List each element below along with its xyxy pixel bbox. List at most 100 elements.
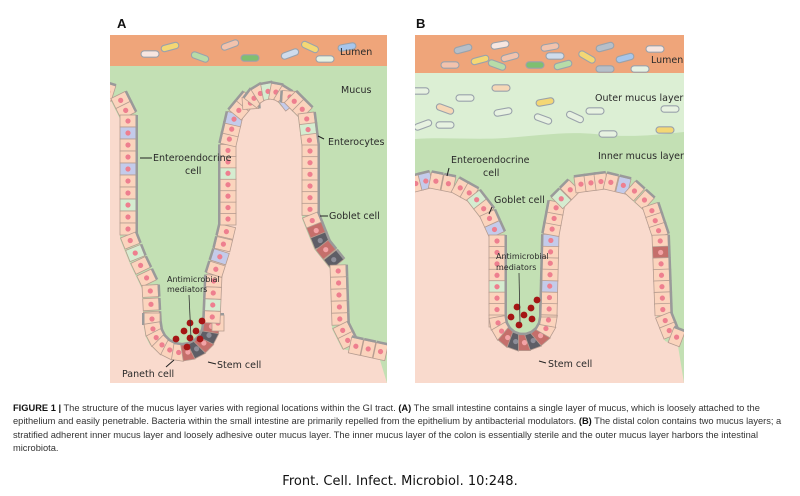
- brush-border: [493, 208, 502, 221]
- cell-nucleus: [213, 266, 219, 272]
- epithelial-cell: [283, 89, 306, 112]
- cell-nucleus: [474, 197, 480, 203]
- bacterium: [660, 105, 680, 113]
- brush-border: [134, 231, 142, 244]
- epithelial-cell: [218, 212, 237, 226]
- epithelial-cell: [301, 179, 320, 193]
- cell-nucleus: [377, 349, 384, 355]
- epithelial-cell: [540, 256, 559, 270]
- panel-a-illustration: Lumen Mucus Enteroendocrine cell Enteroc…: [110, 35, 387, 383]
- epithelial-cell: [539, 290, 558, 305]
- epithelial-cell: [202, 298, 222, 312]
- cell-nucleus: [125, 142, 131, 148]
- cell-nucleus: [547, 249, 554, 255]
- brush-border: [135, 199, 138, 211]
- cell-nucleus: [225, 147, 231, 154]
- cell-nucleus: [299, 106, 305, 112]
- cell-nucleus: [229, 126, 235, 132]
- epithelial-cell: [119, 126, 138, 140]
- epithelial-cell: [203, 274, 223, 288]
- cell-nucleus: [167, 347, 173, 353]
- cell-nucleus: [307, 183, 313, 189]
- panel-a-enteroendocrine-label: Enteroendocrine: [153, 153, 232, 164]
- epithelial-cell: [330, 300, 350, 314]
- brush-border: [645, 188, 656, 199]
- brush-border: [504, 303, 507, 316]
- panel-b-enteroendocrine-label-2: cell: [483, 168, 499, 179]
- panel-b-stem-label: Stem cell: [548, 359, 592, 370]
- brush-border: [242, 87, 252, 99]
- bacterium: [545, 52, 565, 60]
- epithelial-cell: [488, 257, 507, 271]
- caption-label-b: (B): [578, 416, 592, 427]
- epithelial-cell: [615, 174, 632, 196]
- brush-border: [467, 181, 480, 190]
- cell-nucleus: [549, 226, 555, 232]
- cell-nucleus: [149, 316, 155, 322]
- paneth-pointer: [165, 359, 175, 368]
- cell-nucleus: [547, 260, 553, 266]
- cell-nucleus: [530, 337, 536, 344]
- antimicrobial-dot: [186, 334, 194, 342]
- brush-border: [504, 292, 507, 305]
- antimicrobial-dot: [527, 304, 535, 312]
- cell-nucleus: [546, 294, 553, 301]
- bacterium: [615, 52, 635, 64]
- cell-nucleus: [331, 257, 337, 263]
- cell-nucleus: [659, 284, 665, 290]
- epithelial-cell: [329, 276, 349, 290]
- brush-border: [498, 219, 507, 232]
- bacterium: [645, 45, 665, 53]
- epithelial-cell: [110, 80, 117, 102]
- epithelial-cell: [301, 156, 320, 170]
- cell-nucleus: [291, 98, 297, 104]
- cell-nucleus: [132, 250, 138, 256]
- epithelial-cell: [488, 291, 507, 305]
- bacterium: [595, 41, 615, 53]
- cell-nucleus: [309, 217, 315, 224]
- cell-nucleus: [445, 181, 451, 187]
- cell-nucleus: [147, 288, 153, 294]
- cell-nucleus: [652, 218, 658, 224]
- epithelial-cell: [218, 144, 237, 157]
- epithelial-cell: [203, 286, 222, 300]
- cell-nucleus: [307, 195, 313, 201]
- epithelial-cell: [130, 255, 153, 275]
- antimicrobial-pointer: [188, 294, 192, 339]
- antimicrobial-dot: [172, 335, 180, 343]
- panel-a-goblet-label: Goblet cell: [329, 211, 380, 222]
- brush-border: [250, 81, 262, 91]
- brush-border: [320, 221, 328, 234]
- brush-border: [150, 268, 159, 281]
- brush-border: [668, 268, 672, 281]
- panel-b-outer-label: Outer mucus layer: [595, 93, 683, 104]
- brush-border: [142, 313, 145, 325]
- bacterium: [655, 126, 675, 134]
- stem-pointer-b: [538, 360, 547, 364]
- epithelial-cell: [204, 260, 226, 278]
- epithelial-cell: [466, 188, 489, 210]
- bacterium: [240, 54, 260, 62]
- cell-nucleus: [125, 226, 131, 232]
- cell-nucleus: [313, 227, 319, 234]
- cell-nucleus: [551, 215, 557, 222]
- epithelial-cell: [540, 233, 560, 248]
- brush-border: [504, 246, 507, 259]
- brush-border: [202, 298, 206, 311]
- brush-border: [669, 311, 677, 324]
- bacterium: [280, 48, 300, 60]
- epithelial-cell: [119, 210, 138, 224]
- epithelial-cell: [667, 325, 684, 348]
- epithelial-cell: [119, 138, 138, 152]
- cell-nucleus: [185, 349, 191, 355]
- cell-nucleus: [655, 228, 662, 234]
- cell-nucleus: [481, 206, 487, 212]
- cell-nucleus: [118, 97, 124, 103]
- cell-nucleus: [225, 204, 231, 211]
- cell-nucleus: [547, 272, 553, 278]
- cell-nucleus: [125, 178, 131, 184]
- panel-b-antimicrobial-label-2: mediators: [496, 263, 536, 272]
- cell-nucleus: [662, 317, 668, 324]
- cell-nucleus: [658, 261, 664, 267]
- brush-border: [314, 122, 319, 135]
